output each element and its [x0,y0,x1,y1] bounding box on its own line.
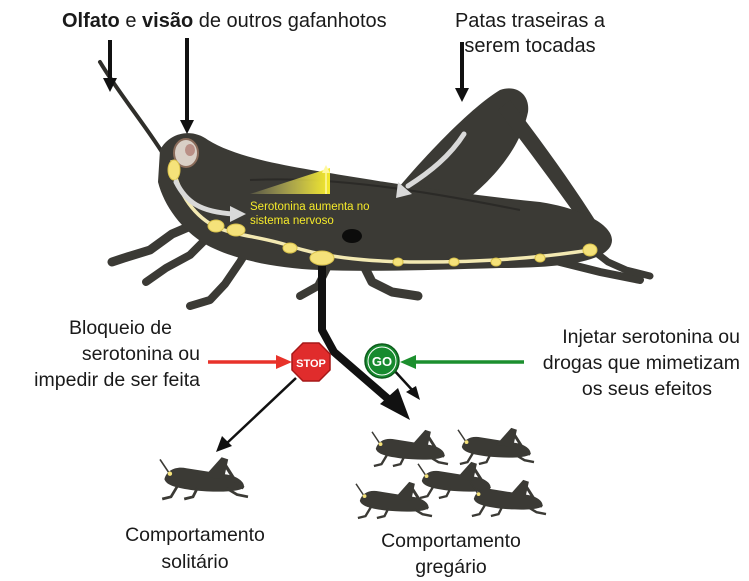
solitario-label: Comportamento solitário [110,522,280,576]
top-arrows [103,38,469,134]
grasshopper-large [100,62,650,306]
solitary-grasshopper [160,457,248,499]
title-olfato-visao: Olfato e visão de outros gafanhotos [62,9,387,34]
stop-sign: STOP [292,343,330,381]
bloqueio-label: Bloqueio de serotonina ou impedir de ser… [10,315,200,393]
go-text: GO [372,354,392,369]
olfato-label: Olfato [62,10,120,32]
injetar-label: Injetar serotonina ou drogas que mimetiz… [520,324,740,402]
patas-label: Patas traseiras a serem tocadas [440,9,620,59]
serotonina-label: Serotonina aumenta no sistema nervoso [250,200,370,228]
stop-text: STOP [296,358,326,370]
go-sign: GO [365,344,399,378]
green-arrow [400,355,524,369]
gregarious-swarm [356,428,546,518]
red-arrow [208,355,292,369]
gregario-label: Comportamento gregário [366,528,536,580]
visao-label: visão [142,10,193,32]
